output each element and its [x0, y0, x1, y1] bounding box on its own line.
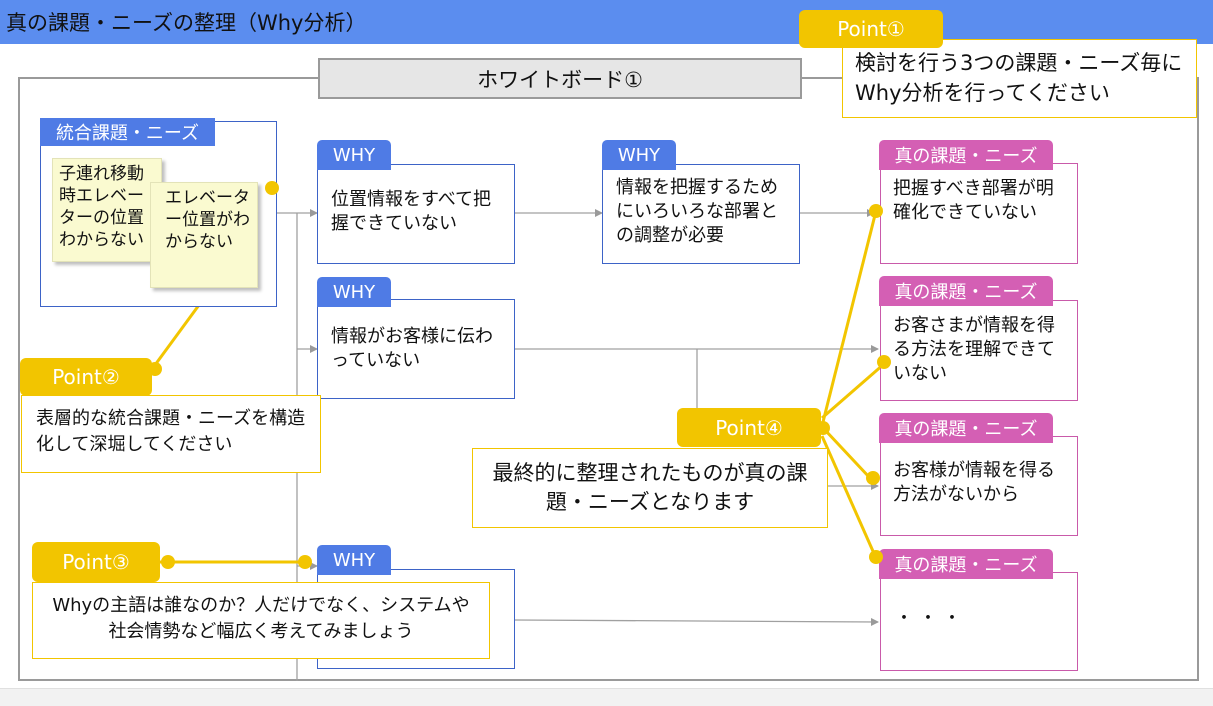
point2-label: Point② — [20, 358, 152, 396]
point4-dot-4 — [869, 550, 883, 564]
point3-box: Whyの主語は誰なのか？人だけでなく、システムや社会情勢など幅広く考えてみましょ… — [32, 582, 490, 659]
sticky-note-1: 子連れ移動時エレベーターの位置わからない — [52, 158, 162, 262]
page-title: 真の課題・ニーズの整理（Why分析） — [6, 11, 367, 35]
true-box-3: お客様が情報を得る方法がないから — [880, 436, 1078, 536]
point1-text: 検討を行う3つの課題・ニーズ毎にWhy分析を行ってください — [855, 51, 1183, 105]
why-text-3: 情報がお客様に伝わっていない — [331, 326, 493, 371]
title-bar: 真の課題・ニーズの整理（Why分析） — [0, 0, 1213, 44]
why-label-2: WHY — [602, 140, 676, 170]
why-box-3: 情報がお客様に伝わっていない — [317, 299, 515, 399]
point4-dot-1 — [869, 204, 883, 218]
true-text-4: ・・・ — [895, 608, 967, 629]
why-label-1: WHY — [317, 140, 391, 170]
why-box-1: 位置情報をすべて把握できていない — [317, 164, 515, 264]
whiteboard-title: ホワイトボード① — [318, 58, 802, 99]
true-label-4: 真の課題・ニーズ — [879, 549, 1053, 579]
point4-text: 最終的に整理されたものが真の課題・ニーズとなります — [492, 461, 808, 514]
true-label-3: 真の課題・ニーズ — [879, 413, 1053, 443]
sticky-note-2: エレベーター位置がわからない — [150, 182, 258, 288]
footer-bar — [0, 688, 1213, 706]
point4-dot-2 — [877, 355, 891, 369]
point4-box: 最終的に整理されたものが真の課題・ニーズとなります — [472, 448, 828, 528]
true-label-1: 真の課題・ニーズ — [879, 140, 1053, 170]
point4-label: Point④ — [677, 408, 821, 447]
true-text-2: お客さまが情報を得る方法を理解できていない — [893, 315, 1055, 384]
point4-dot-3 — [866, 471, 880, 485]
point1-box: 検討を行う3つの課題・ニーズ毎にWhy分析を行ってください — [842, 39, 1197, 118]
point2-box: 表層的な統合課題・ニーズを構造化して深堀してください — [21, 395, 321, 473]
why-text-1: 位置情報をすべて把握できていない — [331, 189, 492, 234]
true-box-2: お客さまが情報を得る方法を理解できていない — [880, 300, 1078, 401]
true-text-3: お客様が情報を得る方法がないから — [893, 460, 1055, 505]
point1-label: Point① — [799, 10, 943, 48]
point4-pointer-3 — [823, 428, 872, 480]
true-box-4: ・・・ — [880, 572, 1078, 671]
point2-dot-top — [265, 181, 279, 195]
integrated-label: 統合課題・ニーズ — [40, 118, 215, 146]
point4-pointer-1 — [820, 210, 878, 427]
point4-pointer-2 — [821, 362, 885, 420]
point3-text: Whyの主語は誰なのか？人だけでなく、システムや社会情勢など幅広く考えてみましょ… — [52, 595, 470, 642]
true-text-1: 把握すべき部署が明確化できていない — [893, 178, 1054, 223]
point4-dot — [816, 421, 830, 435]
point3-dot-start — [161, 555, 175, 569]
point2-dot — [148, 362, 162, 376]
true-label-2: 真の課題・ニーズ — [879, 276, 1053, 306]
true-box-1: 把握すべき部署が明確化できていない — [880, 163, 1078, 264]
point3-dot-end — [298, 555, 312, 569]
why-box-2: 情報を把握するためにいろいろな部署との調整が必要 — [602, 164, 800, 264]
why-label-3: WHY — [317, 277, 391, 307]
connector-why4-true4 — [514, 617, 879, 626]
why-label-4: WHY — [317, 545, 391, 575]
point4-pointer-4 — [820, 435, 878, 559]
point2-text: 表層的な統合課題・ニーズを構造化して深堀してください — [36, 408, 306, 455]
point3-label: Point③ — [32, 542, 160, 582]
why-text-2: 情報を把握するためにいろいろな部署との調整が必要 — [616, 177, 778, 246]
